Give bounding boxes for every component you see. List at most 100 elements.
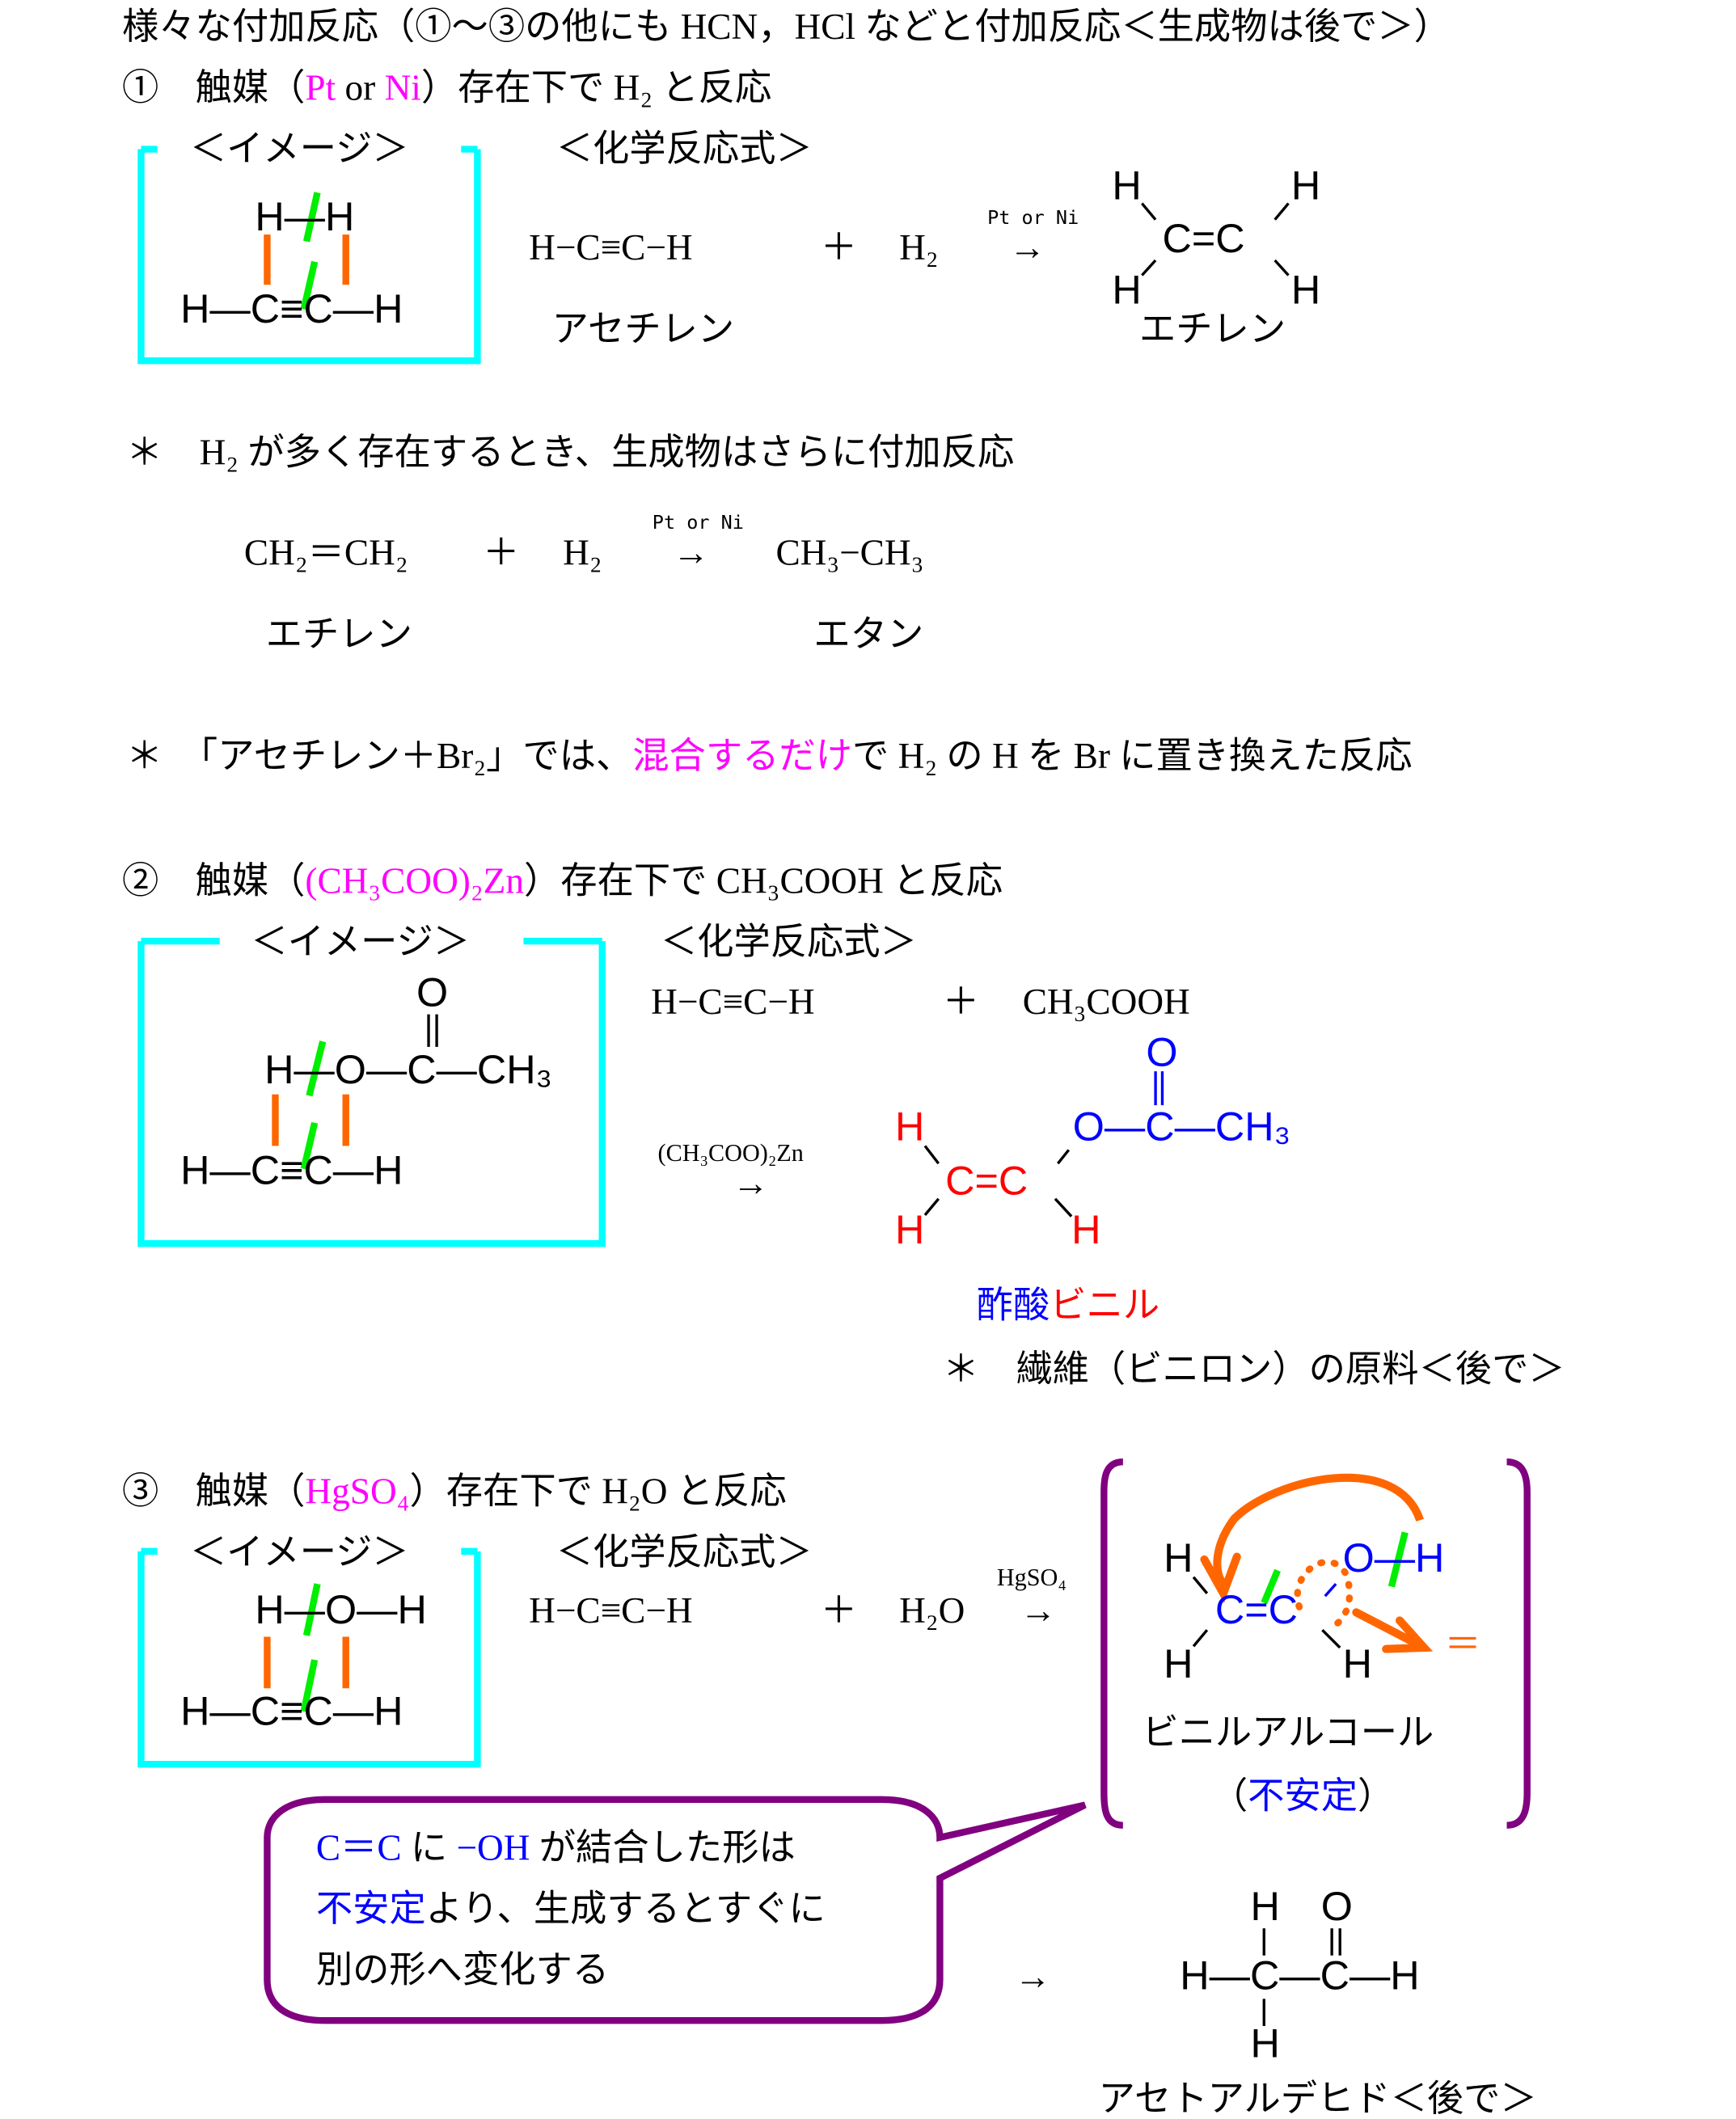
reagent: CH₃COOH — [1022, 981, 1190, 1022]
note-text: ＊ 「アセチレン＋Br₂」では、 — [125, 735, 633, 777]
hydroxyl: O—H — [1342, 1536, 1445, 1581]
stability-label: （不安定） — [1211, 1778, 1394, 1815]
catalyst-label: Pt or Ni — [652, 513, 744, 534]
bracket-left — [1100, 1458, 1124, 1829]
atom-cc: C=C — [1214, 1588, 1298, 1633]
new-bond-marks — [264, 234, 349, 1689]
text: 不安定 — [315, 1888, 426, 1930]
text: に — [401, 1827, 457, 1868]
note-text: で H₂ の H を Br に置き換えた反応 — [851, 735, 1413, 777]
heading-text: ）存在下で H₂O と反応 — [409, 1471, 787, 1512]
vinyl-acetate-bonds — [923, 1071, 1164, 1218]
atom-h: H — [1290, 163, 1321, 209]
curved-arrow-head — [1200, 1552, 1241, 1603]
bond-break-marks — [300, 192, 1409, 1712]
atom-h: H — [1250, 2021, 1280, 2067]
section2-heading: ② 触媒（(CH₃COO)₂Zn）存在下で CH₃COOH と反応 — [122, 863, 1003, 900]
heading-text: or — [336, 67, 385, 108]
section3-heading: ③ 触媒（HgSO₄）存在下で H₂O と反応 — [122, 1473, 787, 1509]
reaction-arrow: → — [1020, 1589, 1057, 1631]
equation-label: ＜化学反応式＞ — [660, 921, 917, 963]
image-acetylene: H—C≡C—H — [180, 1689, 403, 1735]
name-part: ビニル — [1050, 1285, 1160, 1326]
dotted-ring — [1294, 1559, 1354, 1628]
image-box-1 — [137, 146, 481, 365]
catalyst-label: HgSO₄ — [996, 1563, 1067, 1591]
reactant: CH₂＝CH₂ — [243, 532, 408, 573]
note-hydrogenation: ＊ H₂ が多く存在するとき、生成物はさらに付加反応 — [125, 432, 1015, 473]
image-label: ＜イメージ＞ — [189, 1531, 409, 1572]
atom-h: H — [1112, 268, 1142, 314]
equation-label: ＜化学反応式＞ — [555, 1531, 813, 1572]
bubble-line-2: 不安定より、生成するとすぐに — [315, 1888, 826, 1930]
reactant: H−C≡C−H — [651, 981, 815, 1022]
vinylon-note: ＊ 繊維（ビニロン）の原料＜後で＞ — [942, 1349, 1565, 1390]
image-acetic-acid: H—O—C—CH₃ — [264, 1048, 553, 1093]
acetaldehyde-chain: H—C—C—H — [1180, 1954, 1420, 1999]
product-name: 酢酸ビニル — [976, 1285, 1160, 1326]
catalyst-ni: Ni — [384, 67, 421, 108]
catalyst-pt: Pt — [305, 67, 336, 108]
paren: ） — [1358, 1775, 1395, 1817]
atom-h: H — [1290, 268, 1321, 314]
plus: ＋ — [820, 1589, 858, 1631]
vinyl-alcohol-bonds — [1192, 1576, 1341, 1649]
image-label: ＜イメージ＞ — [189, 128, 409, 169]
atom-h: H — [1164, 1536, 1193, 1581]
catalyst: (CH₃COO)₂Zn — [305, 860, 525, 901]
acetaldehyde-bonds — [1262, 1928, 1341, 2026]
atom-o: O — [1146, 1030, 1178, 1076]
image2-bonds — [427, 1014, 438, 1047]
final-product-name: アセトアルデヒド＜後で＞ — [1098, 2078, 1537, 2119]
catalyst-label: (CH₃COO)₂Zn — [657, 1138, 804, 1167]
atom-cc: C=C — [945, 1159, 1029, 1205]
heading-text: ③ 触媒（ — [121, 1471, 306, 1512]
text: より、生成するとすぐに — [425, 1888, 826, 1930]
double-bond-mark: ＝ — [1444, 1623, 1481, 1665]
text: −OH — [456, 1827, 530, 1868]
image-box-2 — [137, 937, 606, 1247]
product-name: エチレン — [1138, 308, 1286, 349]
heading-text: ② 触媒（ — [121, 860, 306, 901]
curved-arrow — [1213, 1473, 1424, 1587]
section1-heading: ① 触媒（Pt or Ni）存在下で H₂ と反応 — [122, 70, 771, 106]
intermediate-name: ビニルアルコール — [1142, 1712, 1434, 1753]
unstable: 不安定 — [1248, 1775, 1358, 1817]
heading-text: ）存在下で H₂ と反応 — [420, 67, 772, 108]
name-part: 酢酸 — [976, 1285, 1050, 1326]
reactant: H−C≡C−H — [529, 1589, 693, 1631]
reactant: H−C≡C−H — [529, 226, 693, 268]
reaction-arrow: → — [732, 1163, 770, 1204]
reagent: H₂ — [563, 532, 602, 573]
ethylene-bonds — [1141, 202, 1290, 276]
atom-o: O — [1320, 1885, 1353, 1930]
reagent: H₂O — [899, 1589, 965, 1631]
image-acetylene: H—C≡C—H — [180, 1148, 403, 1194]
reactant-name: エチレン — [265, 613, 412, 655]
bubble-line-3: 別の形へ変化する — [315, 1949, 610, 1990]
product-name: エタン — [813, 613, 924, 655]
plus: ＋ — [483, 532, 520, 573]
text: C＝C — [315, 1827, 402, 1868]
atom-h: H — [1342, 1642, 1372, 1687]
reactant-name: アセチレン — [551, 308, 735, 349]
straight-arrow — [1352, 1608, 1434, 1653]
atom-o: O — [416, 970, 449, 1016]
atom-h: H — [1112, 163, 1142, 209]
equation-label: ＜化学反応式＞ — [555, 128, 813, 169]
atom-h: H — [895, 1105, 925, 1150]
heading-text: ① 触媒（ — [121, 67, 306, 108]
reaction-arrow: → — [1008, 226, 1046, 268]
paren: （ — [1210, 1775, 1248, 1817]
reaction-arrow: → — [672, 532, 710, 573]
image-h2: H—H — [255, 195, 355, 240]
image-acetylene: H—C≡C—H — [180, 287, 403, 332]
plus: ＋ — [820, 226, 858, 268]
atom-h: H — [1071, 1208, 1101, 1253]
atom-cc: C=C — [1162, 217, 1245, 262]
image-box-3 — [137, 1547, 481, 1768]
ester-group: O—C—CH₃ — [1072, 1105, 1291, 1150]
atom-h: H — [1164, 1642, 1193, 1687]
